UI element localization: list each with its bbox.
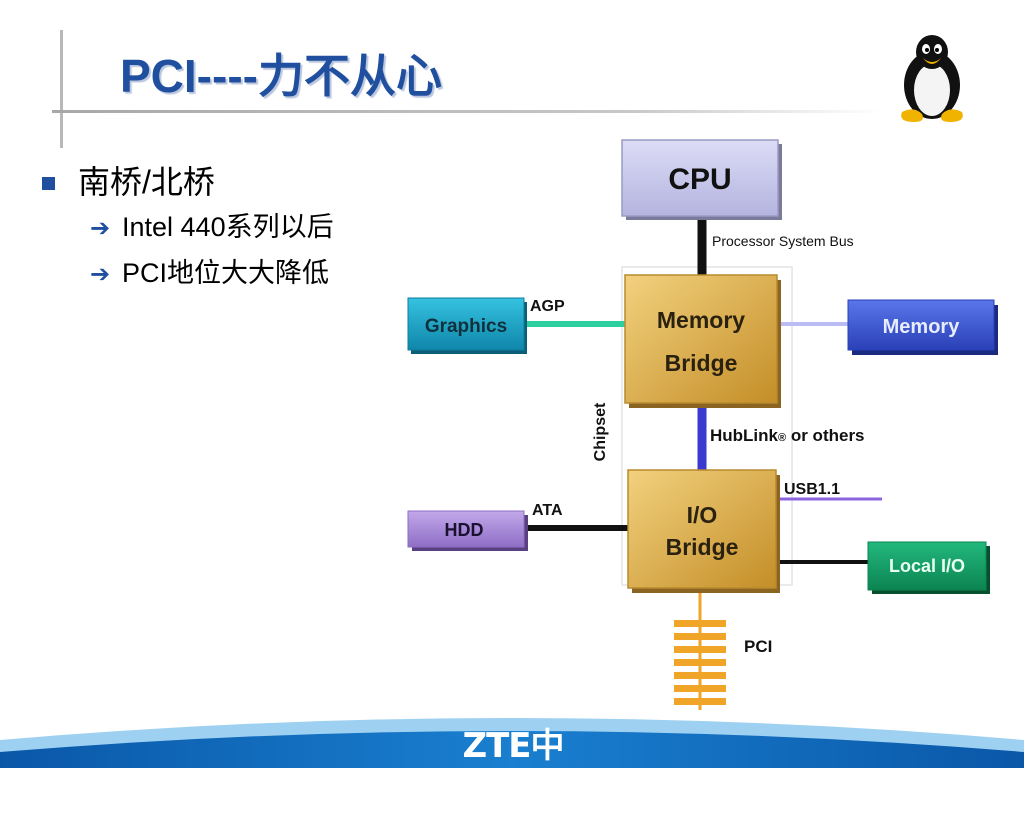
local-io-label: Local I/O: [889, 556, 965, 576]
processor-bus-label: Processor System Bus: [712, 233, 854, 249]
pci-bar: [674, 672, 726, 679]
square-bullet-icon: [42, 177, 55, 190]
hdd-box: [407, 510, 525, 548]
title-horizontal-rule: [52, 110, 882, 113]
pci-bar: [674, 646, 726, 653]
hublink-rest: or others: [786, 426, 864, 445]
zte-logo: ZTE中兴: [462, 726, 564, 815]
hublink-label: HubLink® or others: [710, 426, 865, 445]
cpu-box-face: [621, 139, 779, 217]
arrow-bullet-icon: ➔: [90, 261, 111, 288]
graphics-box: [407, 297, 525, 351]
hublink-registered-mark: ®: [778, 432, 786, 444]
sub-bullet-text: Intel 440系列以后: [122, 212, 334, 242]
footer-wave: [0, 718, 1024, 768]
local-io-box: [867, 541, 987, 591]
chipset-label: Chipset: [592, 402, 609, 461]
sub-bullet-text: PCI地位大大降低: [122, 258, 330, 288]
usb-label: USB1.1: [784, 481, 840, 498]
ata-label: ATA: [532, 502, 563, 519]
hdd-label: HDD: [445, 520, 484, 540]
pci-bar: [674, 659, 726, 666]
memory-label: Memory: [883, 316, 961, 338]
pci-bar: [674, 685, 726, 692]
arrow-bullet-icon: ➔: [90, 215, 111, 242]
memory-bridge-label: Memory: [657, 307, 745, 333]
pci-bar: [674, 620, 726, 627]
agp-label: AGP: [530, 298, 565, 315]
hublink-main: HubLink: [710, 426, 779, 445]
pci-bar: [674, 698, 726, 705]
footer-wave-dark: [0, 731, 1024, 768]
slide-title: PCI----力不从心: [120, 50, 442, 102]
tux-penguin-icon: [901, 35, 963, 122]
pci-label: PCI: [744, 637, 772, 656]
memory-bridge-label: Bridge: [665, 350, 738, 376]
pci-bus-bars: [674, 620, 726, 705]
io-bridge-box: [627, 469, 777, 589]
bullet-text: 南桥/北桥: [78, 164, 215, 200]
memory-bridge-box: [624, 274, 778, 404]
title-vertical-rule: [60, 30, 63, 148]
chipset-diagram: CPU Processor System Bus Memory Bridge G…: [407, 139, 998, 710]
io-bridge-label: Bridge: [666, 534, 739, 560]
pci-bar: [674, 633, 726, 640]
cpu-label: CPU: [668, 163, 731, 196]
io-bridge-label: I/O: [687, 502, 718, 528]
memory-box: [847, 299, 995, 351]
graphics-label: Graphics: [425, 316, 507, 337]
